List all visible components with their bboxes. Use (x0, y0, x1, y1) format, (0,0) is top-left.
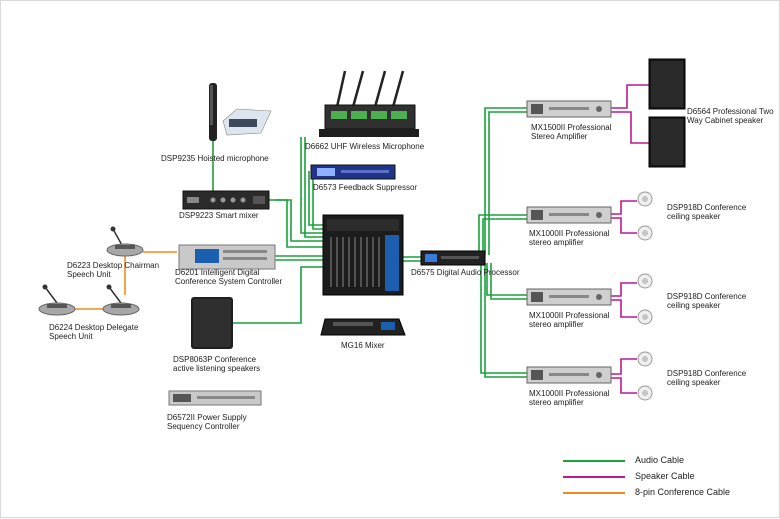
speaker-cable (611, 299, 637, 318)
mx1500-amplifier-device (526, 100, 612, 118)
smart-mixer-device (182, 190, 270, 210)
label-d6223-line1: D6223 Desktop Chairman (67, 261, 160, 270)
audio-cable (484, 107, 527, 255)
audio-cable (480, 263, 527, 374)
mx1000-amplifier-device (526, 366, 612, 384)
speaker-cable (611, 200, 637, 215)
legend-audio-label: Audio Cable (635, 455, 685, 465)
label-mx1000a-line1: MX1000II Professional (529, 229, 610, 238)
label-mx1000a-line2: stereo amplifier (529, 238, 584, 247)
audio-cable (304, 137, 331, 238)
speaker-cable (611, 377, 637, 394)
legend-conference-label: 8-pin Conference Cable (635, 487, 731, 497)
power-sequencer-device (168, 390, 262, 406)
label-mg16: MG16 Mixer (341, 341, 385, 350)
label-d6564-line2: Way Cabinet speaker (687, 116, 764, 125)
label-d6201-line2: Conference System Controller (175, 277, 283, 286)
cabinet-speaker-device (648, 58, 686, 110)
digital-audio-processor-device (420, 250, 486, 266)
audio-cable (484, 263, 527, 378)
legend-lines (563, 460, 625, 494)
uhf-wireless-microphone-device (319, 70, 419, 137)
cabinet-speaker-device (648, 116, 686, 168)
conference-cables (71, 251, 177, 310)
conference-controller-device (178, 244, 276, 270)
label-d6573: D6573 Feedback Suppressor (313, 183, 418, 192)
delegate-unit-device (102, 284, 140, 316)
label-d6224-line1: D6224 Desktop Delegate (49, 323, 139, 332)
delegate-unit-device (38, 284, 76, 316)
audio-cable (269, 199, 331, 242)
speaker-cable (611, 217, 637, 234)
mx1000-amplifier-device (526, 206, 612, 224)
audio-cable (233, 266, 331, 324)
label-dsp918c-line2: ceiling speaker (667, 378, 721, 387)
audio-cable (486, 263, 527, 296)
audio-cables (212, 107, 527, 378)
label-mx1000b-line2: stereo amplifier (529, 320, 584, 329)
label-d6224-line2: Speech Unit (49, 332, 93, 341)
feedback-suppressor-device (310, 164, 396, 180)
label-dsp918c-line1: DSP918D Conference (667, 369, 747, 378)
label-d6572-line1: D6572II Power Supply (167, 413, 247, 422)
audio-cable (300, 137, 331, 234)
speaker-cables (611, 84, 649, 394)
label-d6564-line1: D6564 Professional Two (687, 107, 774, 116)
speaker-cable (611, 282, 637, 297)
hoisted-microphone-device (209, 83, 272, 141)
label-mx1500-line2: Stereo Amplifier (531, 132, 588, 141)
label-mx1000b-line1: MX1000II Professional (529, 311, 610, 320)
speaker-cable (611, 84, 649, 109)
label-d6575: D6575 Digital Audio Processor (411, 268, 520, 277)
mg16-mixer-device (322, 214, 404, 296)
audio-cable (478, 214, 527, 259)
ceiling-speaker-device (637, 191, 653, 401)
label-mx1000c-line1: MX1000II Professional (529, 389, 610, 398)
label-mx1000c-line2: stereo amplifier (529, 398, 584, 407)
audio-cable (488, 111, 527, 255)
label-mx1500-line1: MX1500II Professional (531, 123, 612, 132)
label-d6662: D6662 UHF Wireless Microphone (305, 142, 425, 151)
legend-speaker-label: Speaker Cable (635, 471, 695, 481)
label-dsp9223: DSP9223 Smart mixer (179, 211, 259, 220)
speaker-cable (611, 111, 649, 144)
speaker-cable (611, 358, 637, 375)
label-dsp918b-line2: ceiling speaker (667, 301, 721, 310)
audio-cable (482, 218, 527, 259)
audio-cable (275, 199, 331, 248)
label-dsp918b-line1: DSP918D Conference (667, 292, 747, 301)
label-dsp9235: DSP9235 Hoisted microphone (161, 154, 269, 163)
chairman-unit-device (106, 226, 144, 257)
label-d6572-line2: Sequency Controller (167, 422, 240, 431)
audio-cable (490, 263, 527, 300)
mg16-mixer-small-device (320, 318, 406, 336)
label-dsp8063p-line2: active listening speakers (173, 364, 261, 373)
label-dsp918a-line1: DSP918D Conference (667, 203, 747, 212)
label-d6201-line1: D6201 Intelligent Digital (175, 268, 260, 277)
mx1000-amplifier-device (526, 288, 612, 306)
label-dsp918a-line2: ceiling speaker (667, 212, 721, 221)
label-dsp8063p-line1: DSP8063P Conference (173, 355, 257, 364)
active-speaker-device (191, 297, 233, 349)
label-d6223-line2: Speech Unit (67, 270, 111, 279)
